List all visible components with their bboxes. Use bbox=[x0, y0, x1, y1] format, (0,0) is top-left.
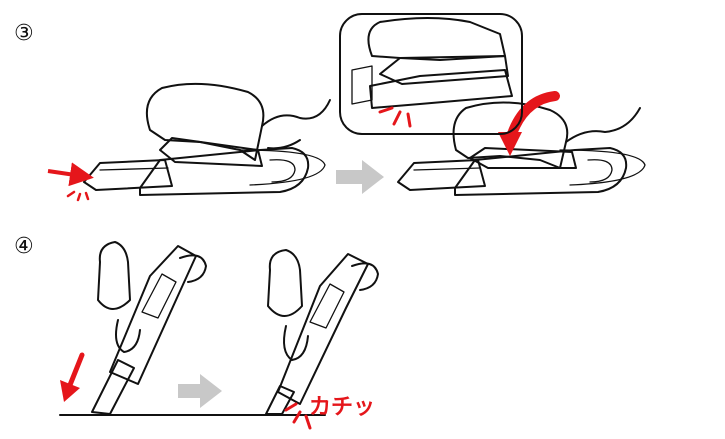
handle-hole bbox=[269, 159, 296, 183]
step-4-group: ④ カチッ bbox=[14, 234, 379, 430]
inset-frame bbox=[339, 13, 523, 135]
wrist-line bbox=[261, 99, 331, 127]
step-4-knife-left bbox=[60, 241, 207, 415]
step-3-knife-right bbox=[397, 91, 646, 196]
yellow-handle bbox=[277, 253, 369, 405]
step-3-group: ③ bbox=[14, 13, 646, 202]
knife-shadow-outline bbox=[559, 149, 646, 186]
blade bbox=[83, 159, 173, 191]
down-arrow-head bbox=[60, 380, 80, 402]
hand bbox=[267, 249, 303, 317]
knife-shadow-outline bbox=[239, 149, 326, 186]
yellow-handle bbox=[139, 147, 310, 196]
black-grip bbox=[309, 283, 345, 329]
hand bbox=[97, 241, 131, 310]
blade bbox=[91, 359, 135, 415]
detail-inset bbox=[339, 13, 523, 135]
inset-yellow-handle bbox=[369, 69, 513, 109]
blade bbox=[397, 159, 486, 191]
click-marks bbox=[284, 402, 312, 430]
thumb-line bbox=[267, 139, 301, 150]
impact-marks bbox=[66, 190, 90, 202]
rotate-arrow-head bbox=[498, 132, 522, 156]
next-arrow-step-4 bbox=[178, 374, 222, 408]
click-sound-text: カチッ bbox=[309, 395, 375, 420]
blade bbox=[265, 385, 295, 415]
black-grip bbox=[141, 273, 177, 319]
step-4-number: ④ bbox=[14, 234, 34, 259]
step-3-knife-left bbox=[47, 82, 331, 202]
fingers bbox=[351, 262, 379, 291]
inset-black-grip bbox=[379, 55, 509, 85]
inset-impact-marks bbox=[378, 106, 412, 128]
wrist-line bbox=[565, 107, 641, 143]
inset-hand bbox=[367, 17, 506, 61]
yellow-handle bbox=[454, 147, 628, 196]
black-grip bbox=[469, 147, 577, 169]
thumb bbox=[115, 319, 141, 353]
fingers bbox=[179, 254, 207, 283]
push-arrow bbox=[47, 162, 94, 187]
thumb bbox=[283, 325, 309, 361]
next-arrow-step-3 bbox=[336, 160, 384, 194]
step-4-knife-right bbox=[265, 249, 379, 430]
step-3-number: ③ bbox=[14, 21, 34, 46]
handle-hole bbox=[587, 159, 613, 183]
inset-blade bbox=[351, 65, 373, 105]
blade-line bbox=[99, 167, 169, 171]
